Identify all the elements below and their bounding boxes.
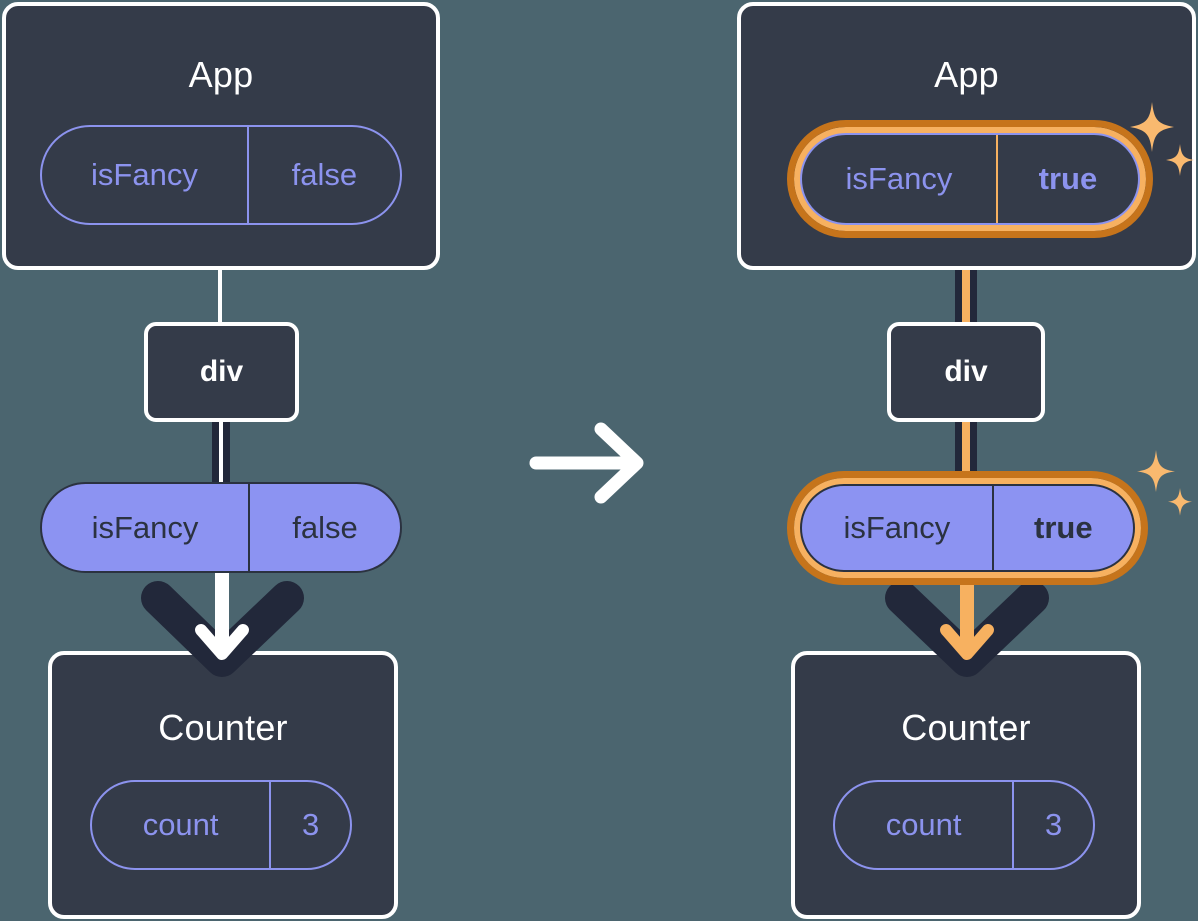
prop-key-after: isFancy (802, 486, 994, 570)
sparkle-group-prop-after (1132, 448, 1194, 534)
connector-div-to-prop-core-after (962, 420, 970, 492)
div-node-label-before: div (199, 355, 244, 388)
counter-state-value-after: 3 (1044, 807, 1063, 842)
app-panel-title-before: App (188, 54, 254, 95)
counter-panel-title-after: Counter (901, 707, 1031, 748)
counter-state-pill-before: count 3 (90, 780, 352, 870)
transition-arrow-icon (528, 418, 652, 508)
connector-app-to-div-core-after (962, 225, 970, 330)
counter-state-value-before: 3 (301, 807, 320, 842)
app-state-value-after: true (1038, 161, 1098, 196)
div-node-after: div (887, 322, 1045, 422)
app-state-key-after: isFancy (802, 135, 998, 223)
connector-app-to-div-before (218, 268, 222, 326)
counter-state-pill-after: count 3 (833, 780, 1095, 870)
app-state-pill-before: isFancy false (40, 125, 402, 225)
prop-key-before: isFancy (42, 484, 250, 571)
connector-div-to-prop-core-before (219, 420, 223, 490)
app-state-value-before: false (291, 157, 358, 192)
flow-arrow-before (130, 560, 315, 677)
prop-value-after: true (1034, 510, 1093, 545)
counter-panel-title-before: Counter (158, 707, 288, 748)
sparkle-group-app-after (1126, 100, 1196, 192)
prop-value-before: false (292, 509, 358, 545)
prop-pill-before: isFancy false (40, 482, 402, 573)
app-state-pill-after: isFancy true (800, 133, 1140, 225)
flow-arrow-after (872, 560, 1062, 677)
counter-state-key-after: count (835, 782, 1015, 868)
counter-state-key-before: count (92, 782, 272, 868)
div-node-before: div (144, 322, 299, 422)
app-state-key-before: isFancy (42, 127, 249, 223)
prop-pill-after: isFancy true (800, 484, 1135, 572)
app-panel-title-after: App (934, 54, 999, 95)
div-node-label-after: div (944, 355, 988, 388)
